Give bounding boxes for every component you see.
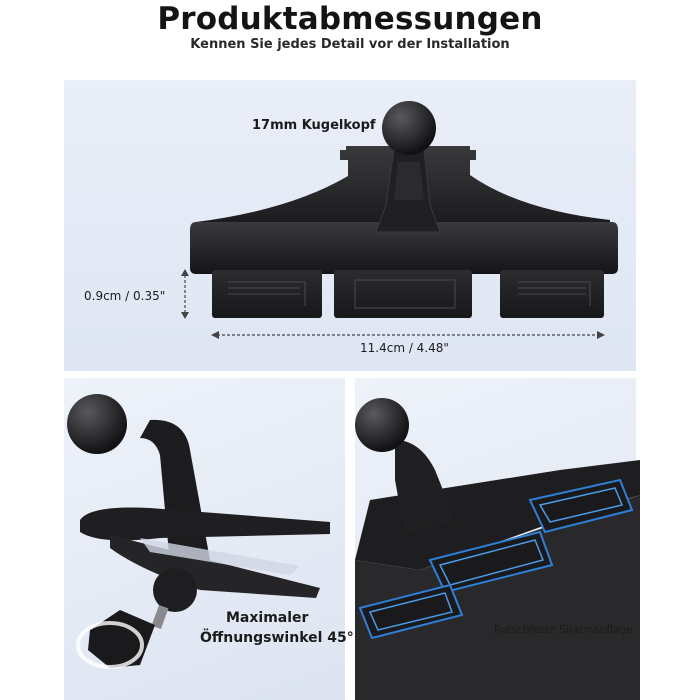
silicone-pad-label: Rutschfeste Silikonauflage [494, 624, 633, 636]
width-dimension-label: 11.4cm / 4.48" [360, 341, 449, 355]
ball-head-label: 17mm Kugelkopf [252, 118, 376, 133]
height-dimension-label: 0.9cm / 0.35" [84, 289, 166, 303]
page-subtitle: Kennen Sie jedes Detail vor der Installa… [190, 37, 510, 52]
opening-angle-label-line1: Maximaler [226, 610, 309, 626]
opening-angle-label-line2: Öffnungswinkel 45° [200, 630, 354, 646]
page-title: Produktabmessungen [157, 1, 543, 37]
